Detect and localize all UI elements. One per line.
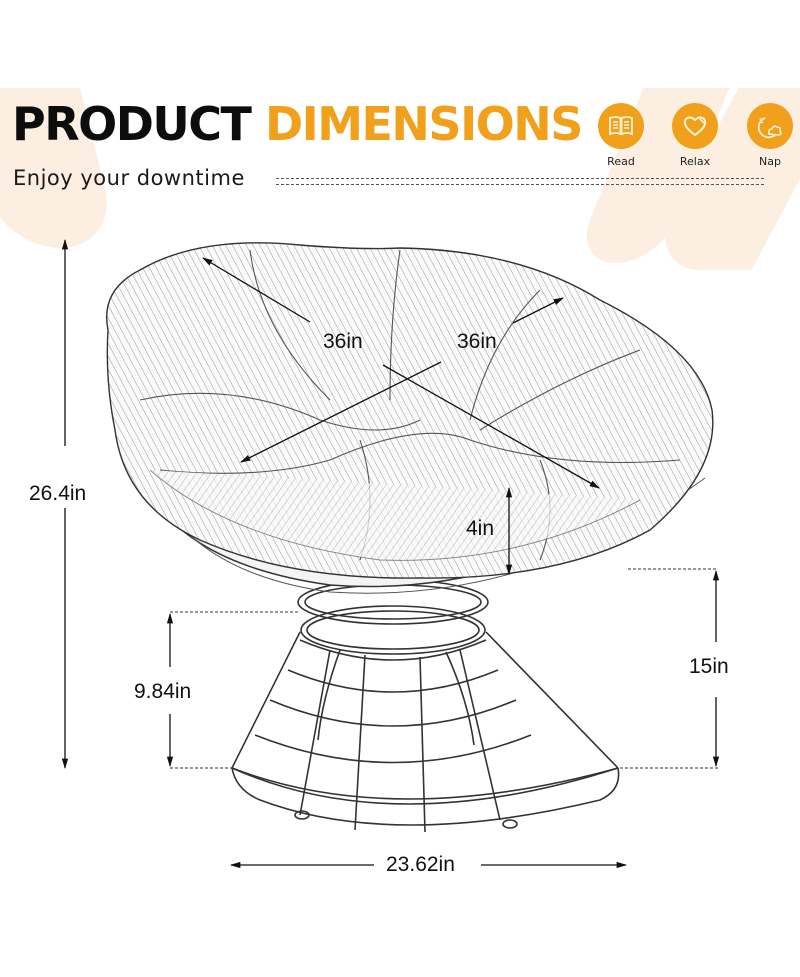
feature-read: Read (591, 103, 651, 168)
label-base-width: 23.62in (386, 853, 455, 876)
label-cushion-width: 36in (323, 330, 363, 353)
title-dimensions: DIMENSIONS (264, 97, 583, 151)
label-cushion-thickness: 4in (466, 517, 495, 540)
dashed-divider-bottom (276, 184, 764, 185)
feature-label: Nap (759, 155, 781, 168)
chair-base (231, 579, 620, 833)
label-seat-height: 15in (689, 655, 729, 678)
label-total-height: 26.4in (29, 482, 87, 505)
feature-label: Relax (679, 155, 711, 168)
subtitle: Enjoy your downtime (13, 166, 245, 190)
feature-relax: Relax (665, 103, 725, 168)
dim-cushion-depth-line (240, 361, 442, 463)
heart-icon (672, 103, 718, 149)
open-book-icon (598, 103, 644, 149)
svg-text:z: z (759, 116, 764, 125)
moon-cloud-icon: z (747, 103, 793, 149)
title-product: PRODUCT (12, 97, 252, 151)
feature-label: Read (607, 155, 635, 168)
label-cushion-depth: 36in (457, 330, 497, 353)
label-base-height: 9.84in (134, 680, 192, 703)
feature-nap: z Nap (740, 103, 800, 168)
dim-cushion-width-line (202, 257, 311, 323)
dashed-divider-top (276, 178, 764, 179)
page-title: PRODUCT DIMENSIONS (12, 101, 583, 147)
